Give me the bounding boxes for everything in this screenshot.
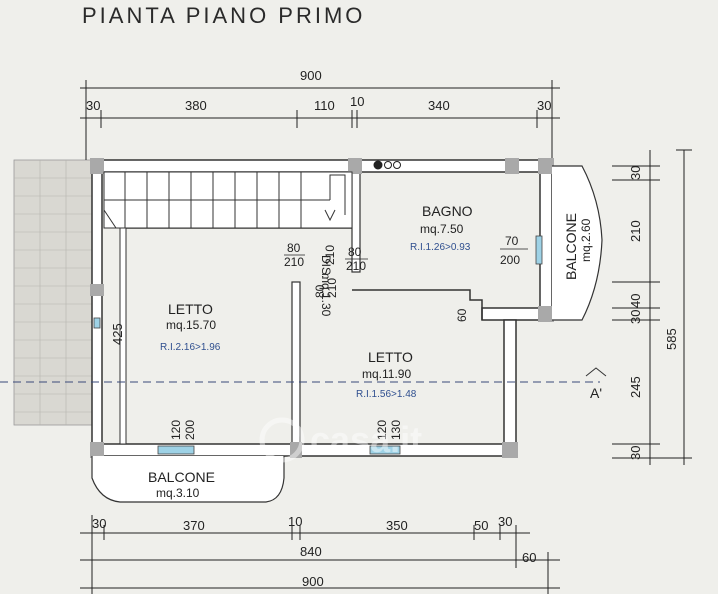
door3-w: 80: [313, 284, 327, 298]
door-labels: 80 210 80 210 70 200: [284, 234, 528, 273]
balcony-right: [552, 165, 603, 321]
dim-top-b: 380: [185, 98, 207, 113]
room-ri-letto1: R.I.2.16>1.96: [160, 342, 221, 353]
dim-right-f: 30: [628, 446, 643, 460]
plan-title: PIANTA PIANO PRIMO: [82, 3, 365, 28]
dim-bottom-b: 370: [183, 518, 205, 533]
dim-right-c: 40: [628, 294, 643, 308]
door2-w: 80: [348, 245, 362, 259]
balcony-right-area: mq.2.60: [579, 218, 593, 262]
dis-dim: 210: [323, 245, 337, 265]
staircase: [103, 171, 353, 229]
stone-terrace: [13, 159, 93, 426]
balcony-bottom-name: BALCONE: [148, 469, 215, 485]
balcony-bottom-area: mq.3.10: [156, 486, 200, 500]
door3-label: 80 210: [313, 278, 339, 298]
top-dimensions: [80, 80, 560, 160]
win-letto1-label: 120 200: [169, 420, 197, 440]
win-letto2-label: 120 130: [375, 420, 403, 440]
win-letto1-h: 200: [183, 420, 197, 440]
door2-h: 210: [346, 259, 366, 273]
watermark-text: casa.it: [310, 419, 422, 460]
dim-top-a: 30: [86, 98, 100, 113]
dim-top-f: 30: [537, 98, 551, 113]
balcony-bottom: [91, 456, 285, 503]
dim-bottom-sub2: 60: [522, 550, 536, 565]
door1-w: 80: [287, 241, 301, 255]
room-ri-letto2: R.I.1.56>1.48: [356, 389, 417, 400]
dim-bottom-f: 30: [498, 514, 512, 529]
dim-bottom-sub: 840: [300, 544, 322, 559]
balcony-right-name: BALCONE: [563, 213, 579, 280]
room-dis-label: DIS. mq.1.30: [319, 255, 333, 317]
room-area-bagno: mq.7.50: [420, 222, 464, 236]
d60: 60: [455, 308, 469, 322]
win-bagno-w: 70: [505, 234, 519, 248]
casa-it-watermark: casa.it: [259, 417, 422, 463]
win-letto1-w: 120: [169, 420, 183, 440]
room-ri-bagno: R.I.1.26>0.93: [410, 242, 471, 253]
pillars: [90, 158, 554, 458]
room-area-letto2: mq.11.90: [362, 367, 411, 381]
right-dimensions: [612, 149, 692, 465]
windows: [93, 235, 543, 455]
dim-right-d: 30: [628, 310, 643, 324]
dim-top-c: 110: [314, 98, 335, 113]
win-bagno-h: 200: [500, 253, 520, 267]
dim-right-a: 30: [628, 166, 643, 180]
dis-dim-label: 210: [323, 245, 337, 265]
room-name-letto1: LETTO: [168, 301, 213, 317]
section-arrow: [585, 367, 607, 377]
dim-right-b: 210: [628, 220, 643, 242]
dim-top-e: 340: [428, 98, 450, 113]
dim-bottom-d: 350: [386, 518, 408, 533]
balcony-right-area-label: mq.2.60: [579, 218, 593, 262]
win-letto2-w: 120: [375, 420, 389, 440]
dim-top-d: 10: [350, 94, 364, 109]
room-name-letto2: LETTO: [368, 349, 413, 365]
room-area-letto1: mq.15.70: [166, 318, 216, 332]
room-area-dis: mq.1.30: [319, 273, 333, 317]
room-name-dis: DIS.: [319, 255, 333, 278]
door1-h: 210: [284, 255, 304, 269]
door3-h: 210: [325, 278, 339, 298]
dim-right-total: 585: [664, 328, 679, 350]
dim-bottom-c: 10: [288, 514, 302, 529]
section-label: A': [590, 385, 602, 401]
dim-bottom-e: 50: [474, 518, 488, 533]
room-name-bagno: BAGNO: [422, 203, 473, 219]
dim-left-a: 425: [110, 323, 125, 345]
dim-bottom-a: 30: [92, 516, 106, 531]
dim-right-e: 245: [628, 376, 643, 398]
dim-top-total: 900: [300, 68, 322, 83]
win-letto2-h: 130: [389, 420, 403, 440]
dim-bottom-total: 900: [302, 574, 324, 589]
bottom-dimensions: [80, 515, 560, 594]
dim-left-label: 425: [110, 323, 125, 345]
balcony-right-label: BALCONE: [563, 213, 579, 280]
bathroom-fixtures: [373, 160, 401, 170]
d60-label: 60: [455, 308, 469, 322]
